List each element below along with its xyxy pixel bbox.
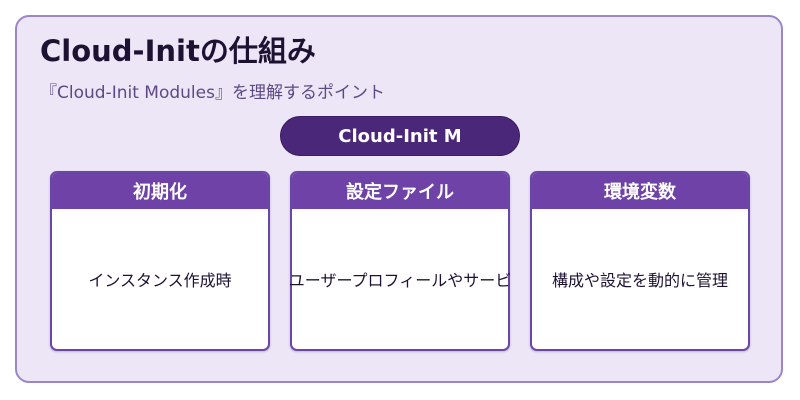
card-title: 環境変数	[604, 182, 676, 203]
page-title: Cloud-Initの仕組み	[40, 34, 316, 68]
card-body: インスタンス作成時	[52, 209, 268, 349]
card-body: 構成や設定を動的に管理	[532, 209, 748, 349]
page-subtitle: 『Cloud-Init Modules』を理解するポイント	[40, 83, 385, 103]
card-text: ユーザープロフィールやサービ	[288, 271, 512, 290]
card-header: 初期化	[52, 173, 268, 209]
card-title: 設定ファイル	[346, 182, 454, 203]
center-label-text: Cloud-Init M	[338, 125, 462, 147]
card-config-file: 設定ファイル ユーザープロフィールやサービ	[288, 171, 512, 351]
card-text: 構成や設定を動的に管理	[551, 271, 728, 290]
center-label-pill: Cloud-Init M	[280, 116, 520, 156]
card-environment-variables: 環境変数 構成や設定を動的に管理	[530, 171, 750, 351]
card-header: 設定ファイル	[292, 173, 508, 209]
card-initialization: 初期化 インスタンス作成時	[50, 171, 270, 351]
card-header: 環境変数	[532, 173, 748, 209]
card-title: 初期化	[133, 182, 187, 203]
card-text: インスタンス作成時	[88, 271, 232, 290]
card-body: ユーザープロフィールやサービ	[288, 209, 512, 349]
